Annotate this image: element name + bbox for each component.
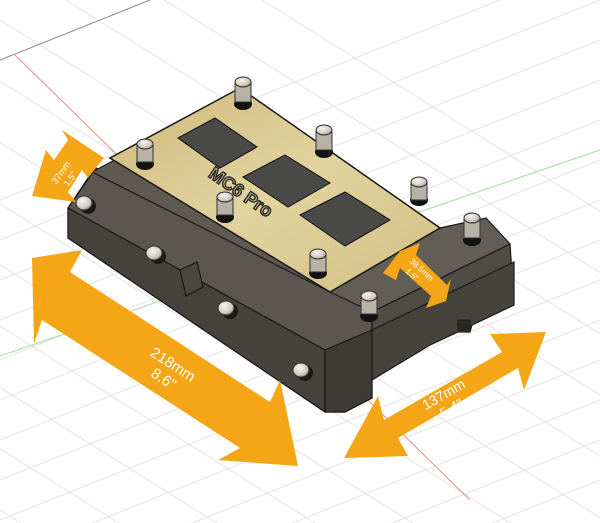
screen-3 [299, 191, 391, 247]
footswitch[interactable] [136, 138, 154, 170]
footswitch[interactable] [309, 248, 327, 279]
horizon-line [0, 0, 151, 61]
front-height-arrow [32, 130, 104, 202]
body-rear-lower [371, 261, 515, 382]
footswitch[interactable] [315, 124, 333, 158]
screen-1 [177, 117, 258, 169]
footswitch[interactable] [292, 362, 313, 381]
screen-2 [242, 154, 331, 208]
front-window [179, 261, 204, 297]
footswitch[interactable] [463, 212, 481, 246]
footswitch[interactable] [217, 300, 238, 319]
footswitch[interactable] [360, 290, 378, 322]
rear-height-arrow [383, 243, 451, 308]
body-right-face [324, 329, 373, 413]
footswitch[interactable] [216, 191, 234, 223]
dimension-length: 218mm 8.6" [32, 250, 298, 466]
footswitch[interactable] [410, 176, 428, 206]
width-arrow [344, 332, 546, 458]
footswitch[interactable] [75, 195, 96, 214]
footswitch[interactable] [145, 245, 166, 264]
length-arrow [32, 250, 298, 466]
footswitches [75, 76, 481, 381]
rear-port [457, 319, 471, 331]
footswitch[interactable] [234, 76, 252, 110]
